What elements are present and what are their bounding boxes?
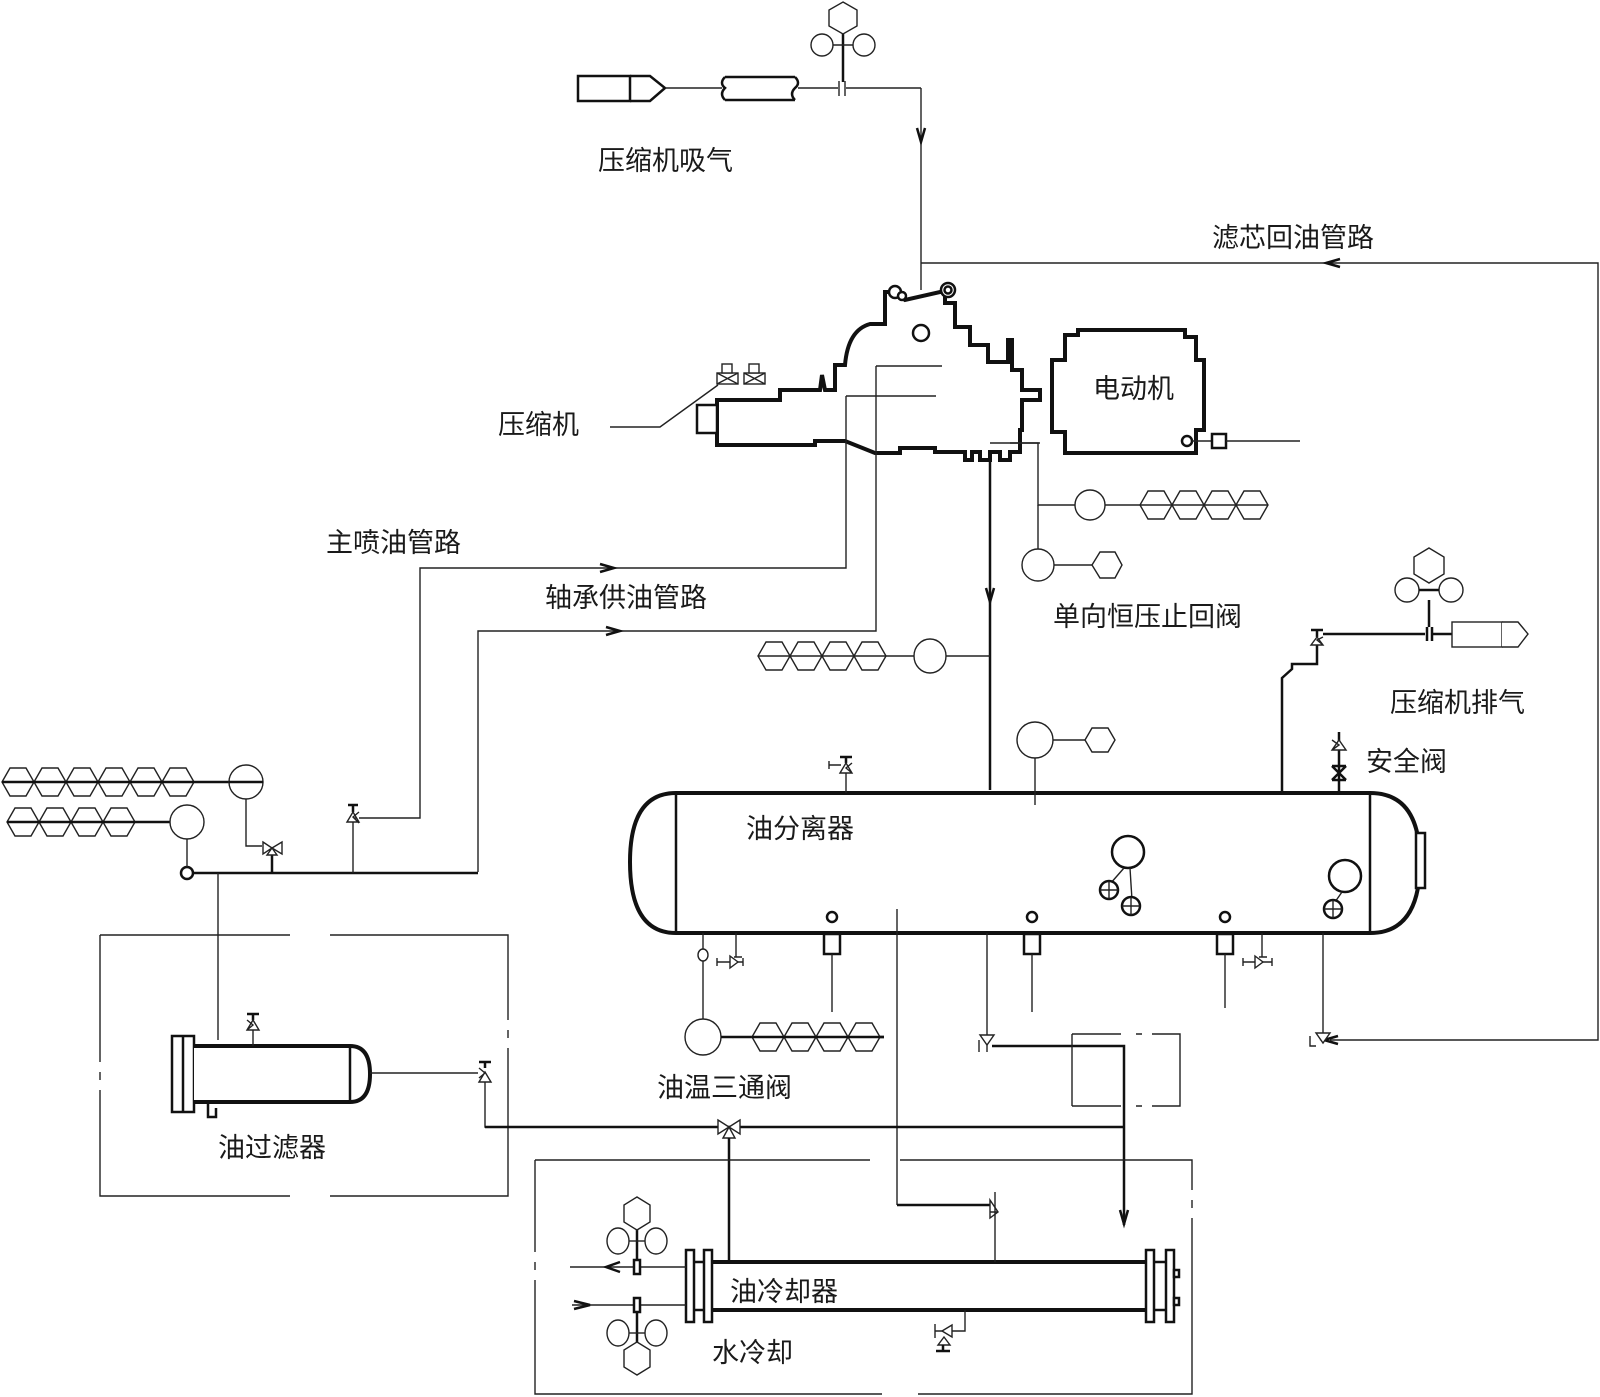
discharge-outlet [1280, 547, 1529, 793]
oil-separator [627, 791, 1427, 1205]
oil-outlet-to-cooler [978, 933, 1181, 1229]
compressor-leader-line [610, 384, 719, 428]
discharge-label: 压缩机排气 [1390, 688, 1525, 719]
oil-cooler-label: 油冷却器 [730, 1277, 838, 1308]
water-lines [570, 1196, 686, 1376]
compressor [695, 281, 1042, 462]
bearing-supply-line [477, 366, 877, 872]
bearing-supply-label: 轴承供油管路 [545, 583, 707, 614]
safety-valve [1330, 732, 1348, 793]
separator-instrument-left [757, 638, 990, 674]
main-injection-line [353, 396, 847, 819]
pressure-instrument-group [1010, 442, 1269, 582]
suction-gauge [810, 1, 876, 82]
left-gauges [1, 764, 264, 867]
compressor-label: 压缩机 [498, 410, 579, 441]
safety-valve-label: 安全阀 [1366, 747, 1447, 778]
water-cooling-label: 水冷却 [712, 1338, 793, 1369]
oil-filter-box [99, 934, 509, 1197]
check-valve-label: 单向恒压止回阀 [1053, 602, 1242, 633]
oil-filter-label: 油过滤器 [218, 1133, 326, 1164]
motor [1050, 328, 1300, 455]
main-injection-label: 主喷油管路 [326, 528, 461, 559]
oil-cooler-box [534, 1159, 1193, 1395]
motor-label: 电动机 [1093, 374, 1174, 405]
oil-cooler [684, 1192, 1181, 1353]
separator-level-gauge [1016, 721, 1116, 805]
three-way-valve-label: 油温三通阀 [657, 1073, 792, 1104]
three-way-valve [485, 1118, 1124, 1262]
solenoid-valves [716, 363, 766, 385]
filter-return-label: 滤芯回油管路 [1212, 223, 1374, 254]
suction-label: 压缩机吸气 [598, 146, 733, 177]
oil-filter [170, 1012, 729, 1128]
oil-separator-label: 油分离器 [746, 814, 854, 845]
discharge-down-line [984, 460, 996, 790]
oil-manifold [179, 776, 478, 1040]
separator-top-valve [828, 755, 854, 793]
separator-bottom-nozzles [684, 910, 1273, 1056]
right-drain [1309, 933, 1332, 1047]
suction-inlet [576, 74, 927, 290]
